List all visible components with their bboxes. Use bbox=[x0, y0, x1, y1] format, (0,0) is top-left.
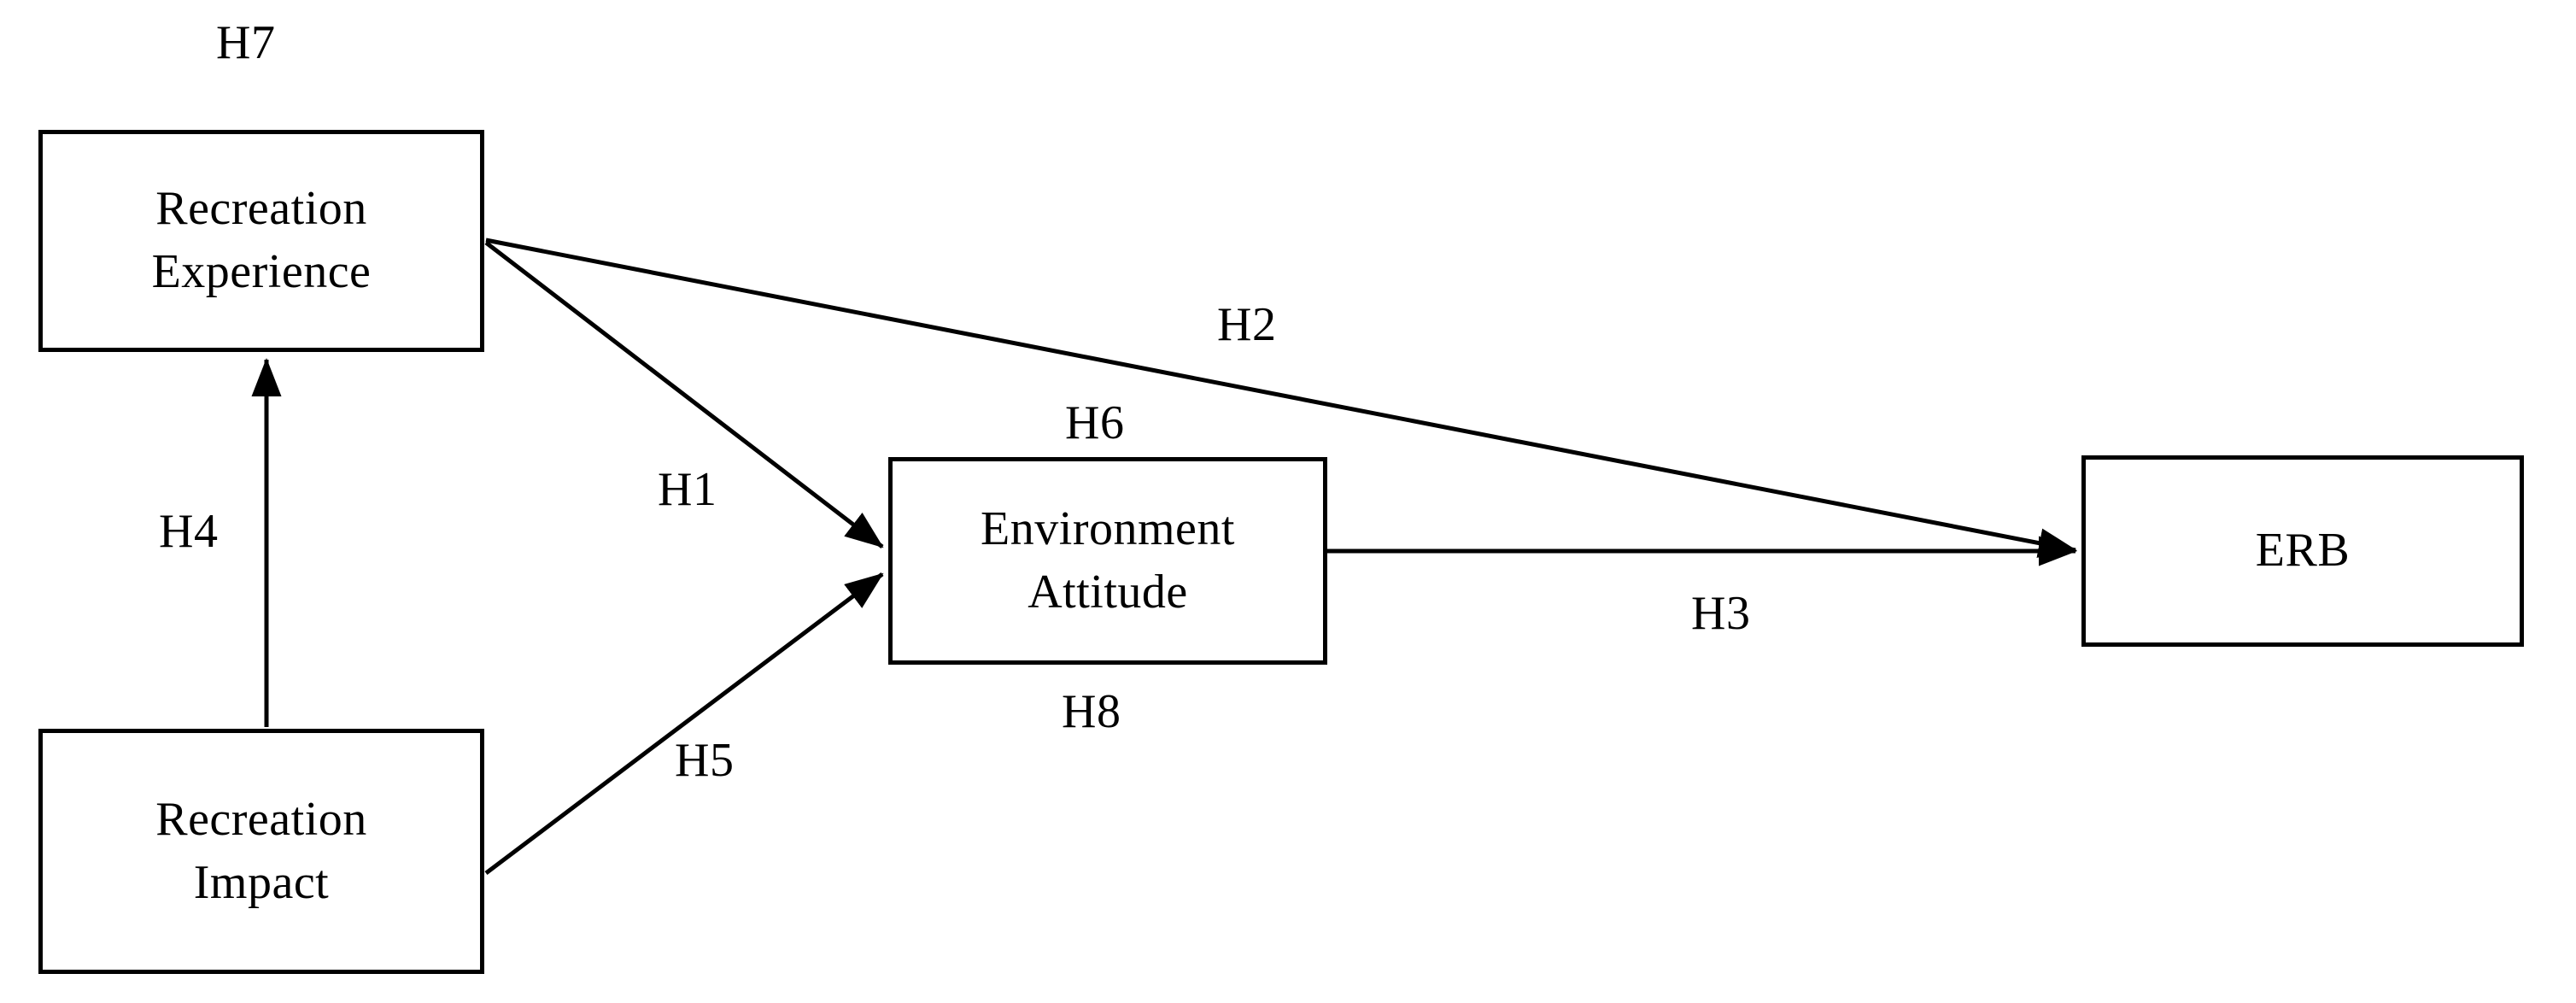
label-h5: H5 bbox=[675, 734, 735, 787]
label-h6: H6 bbox=[1065, 396, 1125, 449]
node-erb[interactable]: ERB bbox=[2081, 455, 2524, 647]
label-h8: H8 bbox=[1062, 685, 1121, 738]
node-recreation-impact-line-2: Impact bbox=[193, 855, 330, 909]
label-h7: H7 bbox=[216, 16, 276, 69]
node-environment-attitude[interactable]: Environment Attitude bbox=[888, 457, 1327, 665]
label-h4: H4 bbox=[159, 505, 219, 558]
label-h3: H3 bbox=[1691, 587, 1751, 640]
node-environment-attitude-line-2: Attitude bbox=[1027, 565, 1188, 619]
label-h2: H2 bbox=[1217, 298, 1277, 351]
node-recreation-impact[interactable]: Recreation Impact bbox=[38, 729, 484, 974]
node-erb-line-1: ERB bbox=[2255, 524, 2351, 578]
node-recreation-experience-line-1: Recreation bbox=[155, 182, 367, 236]
node-environment-attitude-line-1: Environment bbox=[981, 502, 1235, 555]
node-recreation-experience[interactable]: Recreation Experience bbox=[38, 130, 484, 352]
node-recreation-impact-line-1: Recreation bbox=[155, 792, 367, 846]
edge-h5-arrow bbox=[484, 572, 884, 875]
node-recreation-experience-line-2: Experience bbox=[151, 245, 372, 298]
label-h1: H1 bbox=[658, 463, 717, 516]
